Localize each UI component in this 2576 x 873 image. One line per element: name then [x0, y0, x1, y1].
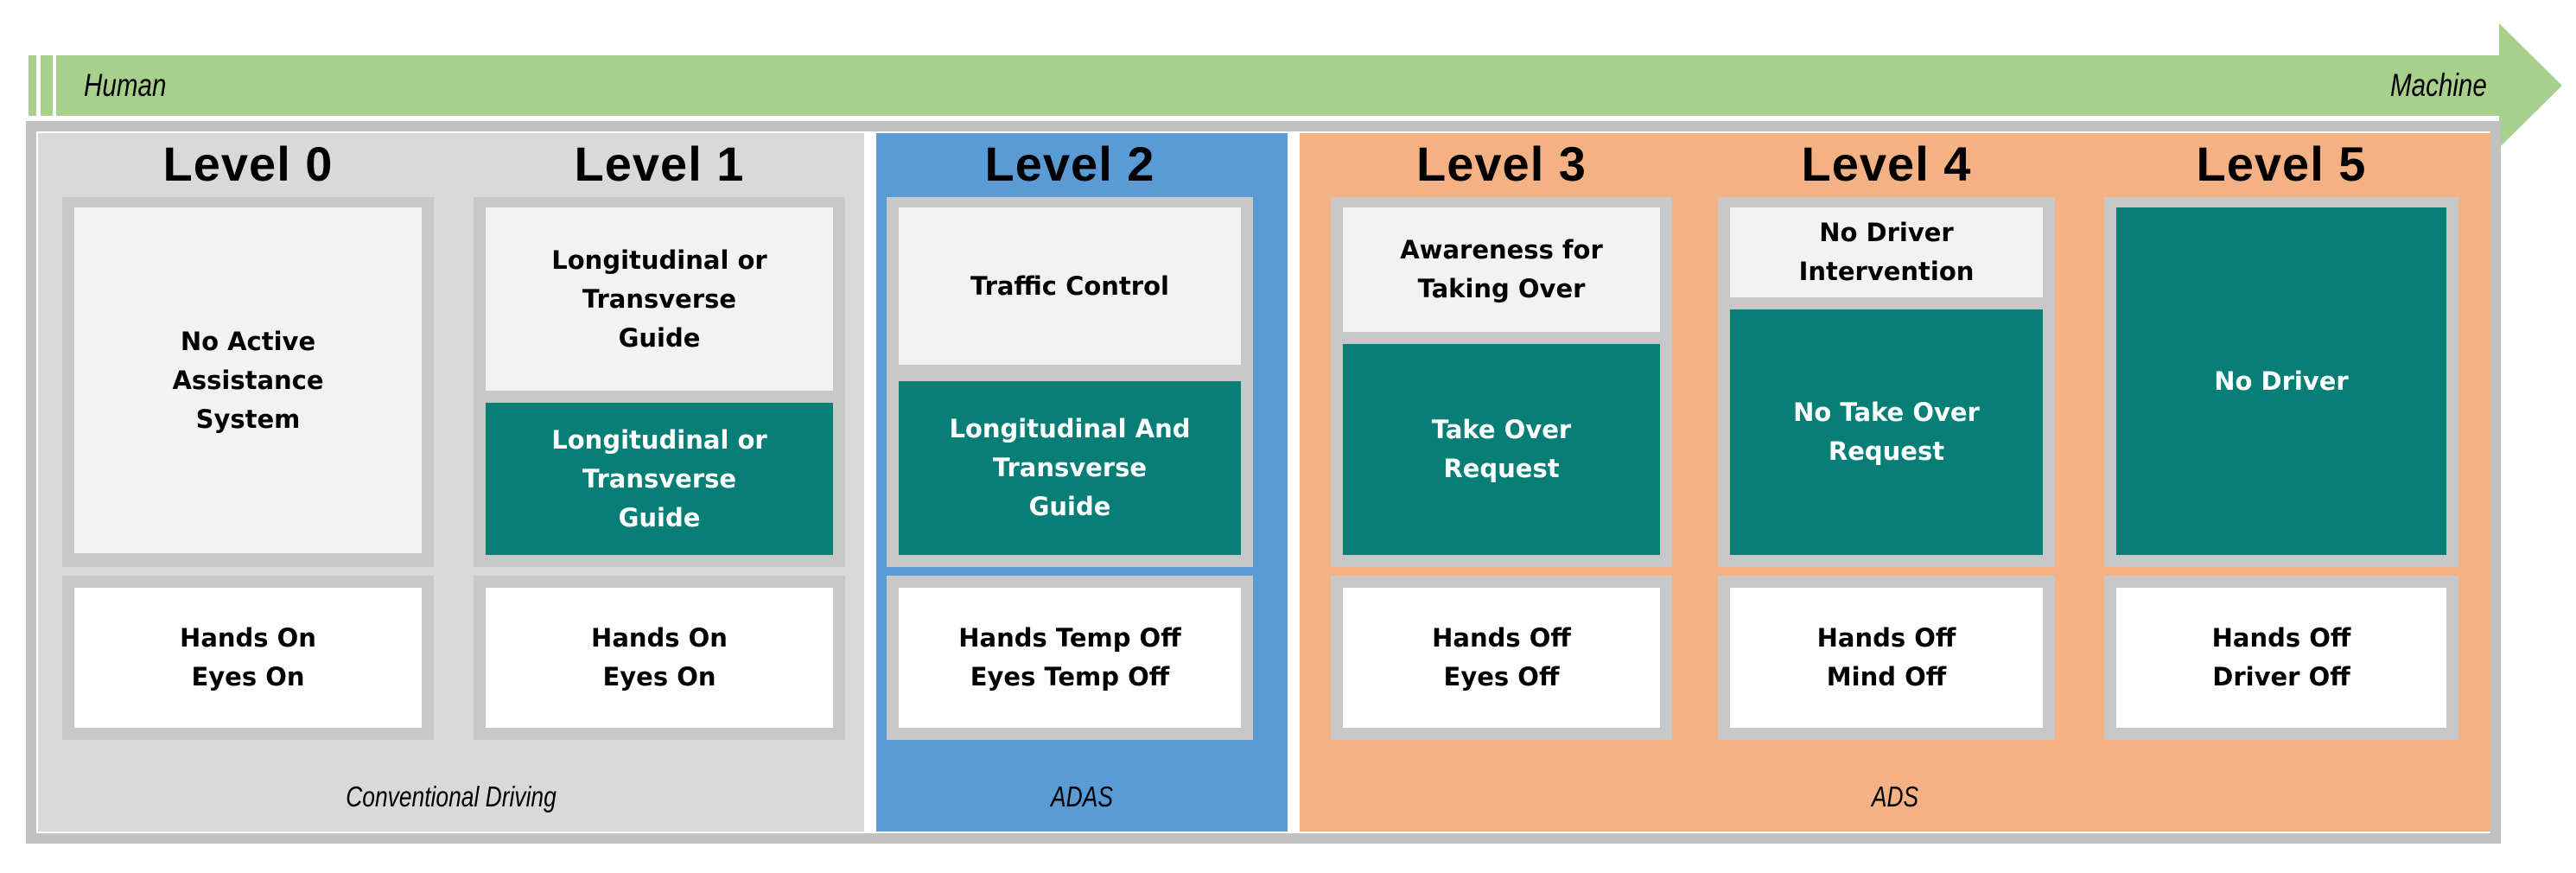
section-label-adas: ADAS	[1051, 781, 1113, 812]
human-machine-arrow: Human Machine	[56, 55, 2499, 116]
level-2-active-capability-box: Longitudinal And Transverse Guide	[899, 381, 1241, 555]
level-4-capability-text: No Driver Intervention	[1798, 218, 1975, 286]
level-5-header: Level 5	[2196, 137, 2367, 191]
section-label-ads: ADS	[1871, 781, 1919, 812]
level-1-capability-text: Longitudinal or Transverse Guide	[551, 245, 767, 353]
level-3-capability-text: Awareness for Taking Over	[1400, 235, 1603, 303]
level-4-header: Level 4	[1801, 137, 1972, 191]
level-3-driver-state-box: Hands Off Eyes Off	[1343, 588, 1660, 728]
level-1-header: Level 1	[574, 137, 745, 191]
level-3-driver-state-text: Hands Off Eyes Off	[1432, 623, 1571, 691]
level-0-driver-state-box: Hands On Eyes On	[74, 588, 422, 728]
arrow-tail-tick-icon	[41, 55, 53, 116]
level-4-active-capability-box: No Take Over Request	[1730, 309, 2043, 555]
level-0-capability-text: No Active Assistance System	[172, 326, 324, 434]
level-3-active-capability-text: Take Over Request	[1431, 415, 1572, 483]
level-0-header: Level 0	[162, 137, 334, 191]
level-1-driver-state-text: Hands On Eyes On	[591, 623, 728, 691]
level-0-driver-state-text: Hands On Eyes On	[180, 623, 316, 691]
level-2-header: Level 2	[984, 137, 1155, 191]
level-5-active-capability-text: No Driver	[2214, 366, 2349, 396]
level-2-driver-state-text: Hands Temp Off Eyes Temp Off	[958, 623, 1181, 691]
level-1-capability-box: Longitudinal or Transverse Guide	[486, 207, 833, 391]
level-3-header: Level 3	[1416, 137, 1587, 191]
level-5-driver-state-text: Hands Off Driver Off	[2211, 623, 2351, 691]
level-4-driver-state-text: Hands Off Mind Off	[1816, 623, 1956, 691]
level-4-capability-box: No Driver Intervention	[1730, 207, 2043, 297]
level-5-driver-state-box: Hands Off Driver Off	[2116, 588, 2446, 728]
arrow-tail-tick-icon	[29, 55, 36, 116]
level-2-capability-text: Traffic Control	[970, 271, 1169, 301]
level-2-capability-box: Traffic Control	[899, 207, 1241, 365]
human-label: Human	[84, 67, 167, 103]
level-1-active-capability-text: Longitudinal or Transverse Guide	[551, 424, 767, 532]
level-2-driver-state-box: Hands Temp Off Eyes Temp Off	[899, 588, 1241, 728]
level-4-active-capability-text: No Take Over Request	[1793, 398, 1980, 466]
arrow-head-icon	[2499, 23, 2562, 148]
level-1-active-capability-box: Longitudinal or Transverse Guide	[486, 403, 833, 555]
level-3-active-capability-box: Take Over Request	[1343, 344, 1660, 555]
level-2-active-capability-text: Longitudinal And Transverse Guide	[949, 414, 1191, 521]
section-label-conventional-driving: Conventional Driving	[346, 781, 557, 812]
level-4-driver-state-box: Hands Off Mind Off	[1730, 588, 2043, 728]
level-1-driver-state-box: Hands On Eyes On	[486, 588, 833, 728]
machine-label: Machine	[2390, 67, 2487, 103]
level-3-capability-box: Awareness for Taking Over	[1343, 207, 1660, 332]
level-5-active-capability-box: No Driver	[2116, 207, 2446, 555]
level-0-capability-box: No Active Assistance System	[74, 207, 422, 553]
